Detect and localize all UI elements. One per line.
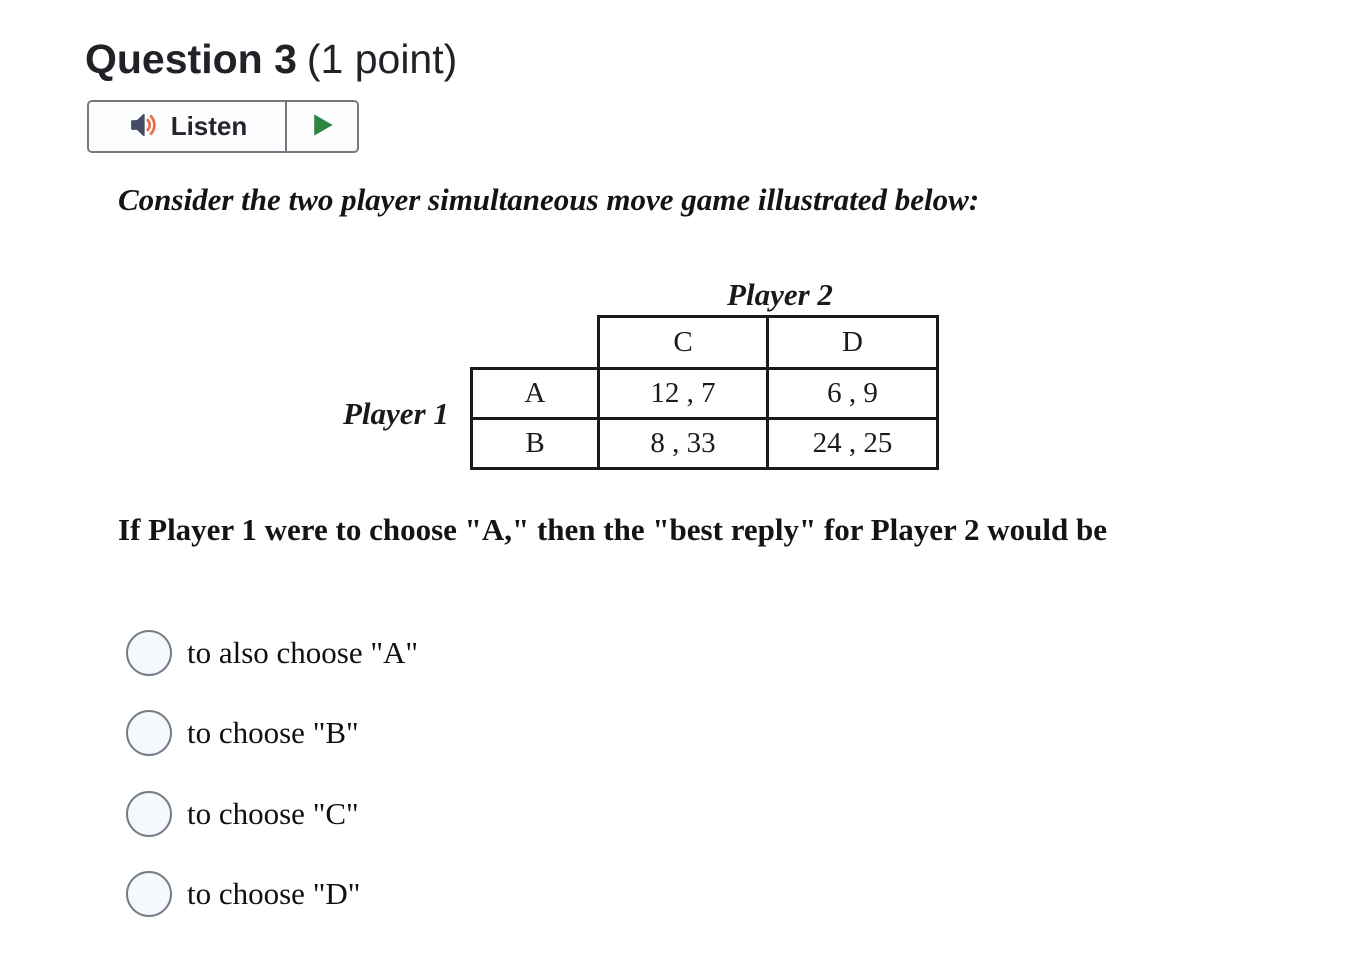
question-prompt-text: If Player 1 were to choose "A," then the… bbox=[118, 512, 1107, 547]
question-heading: Question 3(1 point) bbox=[85, 36, 458, 82]
answer-option-d: to choose "D" bbox=[126, 871, 360, 917]
listen-button[interactable]: Listen bbox=[89, 102, 287, 151]
player2-label: Player 2 bbox=[727, 277, 833, 312]
option-label-d[interactable]: to choose "D" bbox=[187, 876, 361, 911]
speaker-icon bbox=[127, 108, 161, 145]
answer-option-b: to choose "B" bbox=[126, 710, 359, 756]
play-button[interactable] bbox=[287, 102, 357, 151]
matrix-row-header-a: A bbox=[470, 367, 600, 420]
payoff-matrix-table: C D A 12 , 7 6 , 9 B 8 , 33 24 , 25 bbox=[470, 315, 939, 470]
matrix-corner-cell bbox=[472, 317, 599, 369]
listen-label: Listen bbox=[170, 111, 248, 141]
matrix-payoff-bd: 24 , 25 bbox=[766, 417, 939, 470]
matrix-payoff-ac: 12 , 7 bbox=[597, 367, 769, 420]
radio-button-c[interactable] bbox=[126, 791, 172, 837]
matrix-payoff-ad: 6 , 9 bbox=[766, 367, 939, 420]
matrix-col-header-d: D bbox=[766, 315, 939, 370]
answer-option-c: to choose "C" bbox=[126, 791, 359, 837]
question-title: Question 3 bbox=[85, 36, 297, 82]
readspeaker-toolbar: Listen bbox=[87, 100, 359, 153]
radio-button-d[interactable] bbox=[126, 871, 172, 917]
question-points: (1 point) bbox=[306, 36, 458, 82]
option-label-c[interactable]: to choose "C" bbox=[187, 796, 359, 831]
player1-label: Player 1 bbox=[343, 396, 449, 431]
answer-option-a: to also choose "A" bbox=[126, 630, 418, 676]
play-icon bbox=[305, 108, 339, 145]
matrix-row-header-b: B bbox=[470, 417, 600, 470]
option-label-b[interactable]: to choose "B" bbox=[187, 715, 359, 750]
question-intro-text: Consider the two player simultaneous mov… bbox=[118, 182, 980, 217]
option-label-a[interactable]: to also choose "A" bbox=[187, 635, 419, 670]
matrix-payoff-bc: 8 , 33 bbox=[597, 417, 769, 470]
radio-button-b[interactable] bbox=[126, 710, 172, 756]
matrix-col-header-c: C bbox=[597, 315, 769, 370]
radio-button-a[interactable] bbox=[126, 630, 172, 676]
